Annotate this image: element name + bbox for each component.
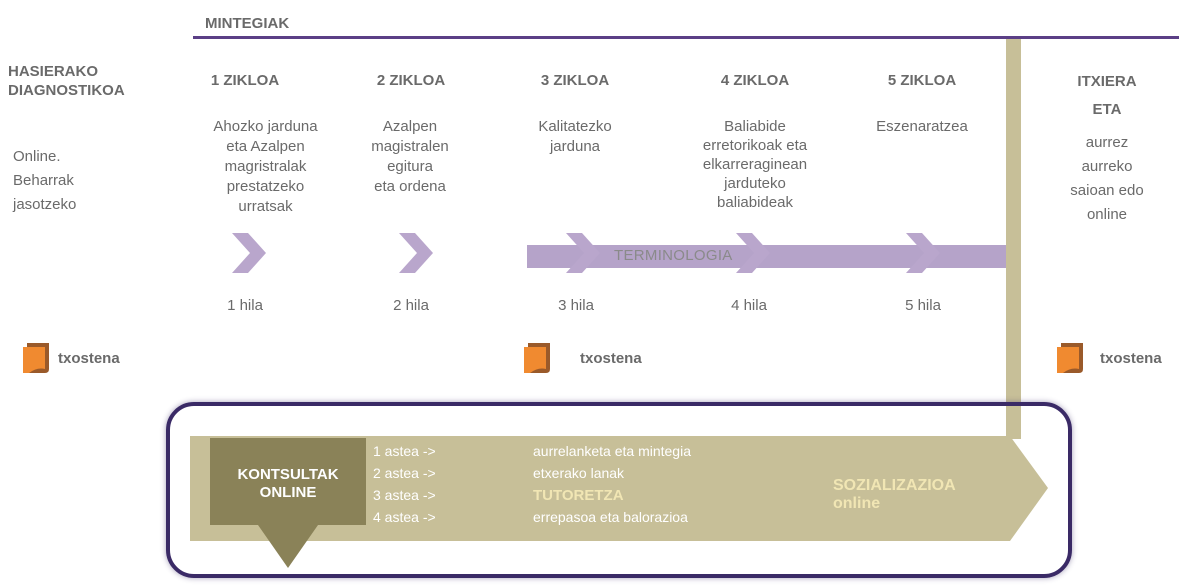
hasierako-desc-line: Beharrak — [13, 172, 74, 189]
zikloa-2-desc-line: egitura — [387, 158, 433, 175]
week-activity: etxerako lanak — [533, 465, 625, 481]
zikloa-1-desc-line: prestatzeko — [226, 178, 305, 195]
zikloa-1-title: 1 ZIKLOA — [210, 72, 280, 89]
hasierako-desc: Online. Beharrak jasotzeko — [13, 145, 76, 217]
hasierako-title-line2: DIAGNOSTIKOA — [8, 82, 125, 99]
itxiera-desc-line: saioan edo — [1070, 182, 1144, 199]
weeks-list: 1 astea -> aurrelanketa eta mintegia 2 a… — [373, 443, 793, 531]
sozializazioa-label: SOZIALIZAZIOA online — [833, 477, 956, 513]
zikloa-2-desc-line: magistralen — [371, 138, 449, 155]
zikloa-1-desc-line: eta Azalpen — [226, 138, 305, 155]
zikloa-3-desc-line: jarduna — [549, 138, 601, 155]
week-activity: aurrelanketa eta mintegia — [533, 443, 691, 459]
bottom-frame — [166, 402, 1072, 578]
zikloa-4-desc: Baliabide erretorikoak eta elkarreragine… — [680, 117, 830, 212]
chevron-right-icon — [232, 233, 266, 273]
zikloa-4-desc-line: jarduteko — [724, 175, 786, 192]
itxiera-title-line2: ETA — [1092, 101, 1122, 118]
week-activity: errepasoa eta balorazioa — [533, 509, 688, 525]
txostena-label: txostena — [1100, 350, 1162, 367]
zikloa-2-month: 2 hila — [393, 297, 429, 314]
document-icon — [1057, 343, 1083, 373]
zikloa-5-desc: Eszenaratzea — [862, 117, 982, 137]
zikloa-3-month: 3 hila — [558, 297, 594, 314]
chevron-right-icon — [906, 233, 940, 273]
zikloa-3-desc: Kalitatezko jarduna — [515, 117, 635, 157]
zikloa-4-desc-line: Baliabide — [724, 118, 786, 135]
itxiera-desc: aurrez aurreko saioan edo online — [1052, 131, 1162, 227]
terminologia-label: TERMINOLOGIA — [614, 247, 733, 264]
vertical-tan-bar — [1006, 39, 1021, 439]
zikloa-4-desc-line: baliabideak — [717, 194, 793, 211]
zikloa-2-title: 2 ZIKLOA — [376, 72, 446, 89]
zikloa-4-title: 4 ZIKLOA — [720, 72, 790, 89]
week-row: 1 astea -> aurrelanketa eta mintegia — [373, 443, 793, 465]
week-activity-highlight: TUTORETZA — [533, 487, 624, 504]
txostena-label: txostena — [58, 350, 120, 367]
hasierako-desc-line: Online. — [13, 148, 61, 165]
zikloa-5-title: 5 ZIKLOA — [887, 72, 957, 89]
document-icon — [524, 343, 550, 373]
week-label: 1 astea -> — [373, 443, 436, 459]
hasierako-title: HASIERAKO DIAGNOSTIKOA — [8, 62, 125, 100]
zikloa-1-desc-line: Ahozko jarduna — [213, 118, 318, 135]
kontsultak-line2: ONLINE — [259, 484, 317, 501]
zikloa-2-desc: Azalpen magistralen egitura eta ordena — [350, 117, 470, 197]
kontsultak-box — [210, 438, 366, 568]
week-row: 3 astea -> TUTORETZA — [373, 487, 793, 509]
week-label: 3 astea -> — [373, 487, 436, 503]
zikloa-2-desc-line: eta ordena — [374, 178, 446, 195]
hasierako-desc-line: jasotzeko — [13, 196, 77, 213]
zikloa-3-desc-line: Kalitatezko — [538, 118, 612, 135]
txostena-label: txostena — [580, 350, 642, 367]
itxiera-desc-line: aurrez — [1085, 134, 1129, 151]
zikloa-4-desc-line: elkarreraginean — [702, 156, 808, 173]
zikloa-1-desc-line: magristralak — [224, 158, 307, 175]
chevron-right-icon — [566, 233, 600, 273]
chevron-right-icon — [399, 233, 433, 273]
zikloa-4-desc-line: erretorikoak eta — [702, 137, 808, 154]
sozializazioa-line2: online — [833, 495, 881, 512]
document-icon — [23, 343, 49, 373]
week-row: 2 astea -> etxerako lanak — [373, 465, 793, 487]
hasierako-title-line1: HASIERAKO — [8, 63, 99, 80]
zikloa-4-month: 4 hila — [731, 297, 767, 314]
sozializazioa-line1: SOZIALIZAZIOA — [833, 477, 956, 494]
kontsultak-line1: KONTSULTAK — [237, 466, 339, 483]
zikloa-2-desc-line: Azalpen — [382, 118, 438, 135]
week-label: 2 astea -> — [373, 465, 436, 481]
bottom-arrow-bar — [190, 436, 1048, 541]
itxiera-desc-line: online — [1086, 206, 1128, 223]
zikloa-1-desc: Ahozko jarduna eta Azalpen magristralak … — [188, 117, 343, 217]
itxiera-title-line1: ITXIERA — [1077, 73, 1137, 90]
week-label: 4 astea -> — [373, 509, 436, 525]
mintegiak-title: MINTEGIAK — [205, 15, 290, 32]
chevron-right-icon — [736, 233, 770, 273]
kontsultak-label: KONTSULTAK ONLINE — [210, 466, 366, 502]
zikloa-3-title: 3 ZIKLOA — [540, 72, 610, 89]
itxiera-desc-line: aurreko — [1081, 158, 1133, 175]
zikloa-1-desc-line: urratsak — [238, 198, 293, 215]
zikloa-5-desc-line: Eszenaratzea — [876, 118, 968, 135]
week-row: 4 astea -> errepasoa eta balorazioa — [373, 509, 793, 531]
zikloa-5-month: 5 hila — [905, 297, 941, 314]
mintegiak-line — [193, 36, 1179, 39]
zikloa-1-month: 1 hila — [227, 297, 263, 314]
itxiera-title: ITXIERA ETA — [1052, 68, 1162, 124]
